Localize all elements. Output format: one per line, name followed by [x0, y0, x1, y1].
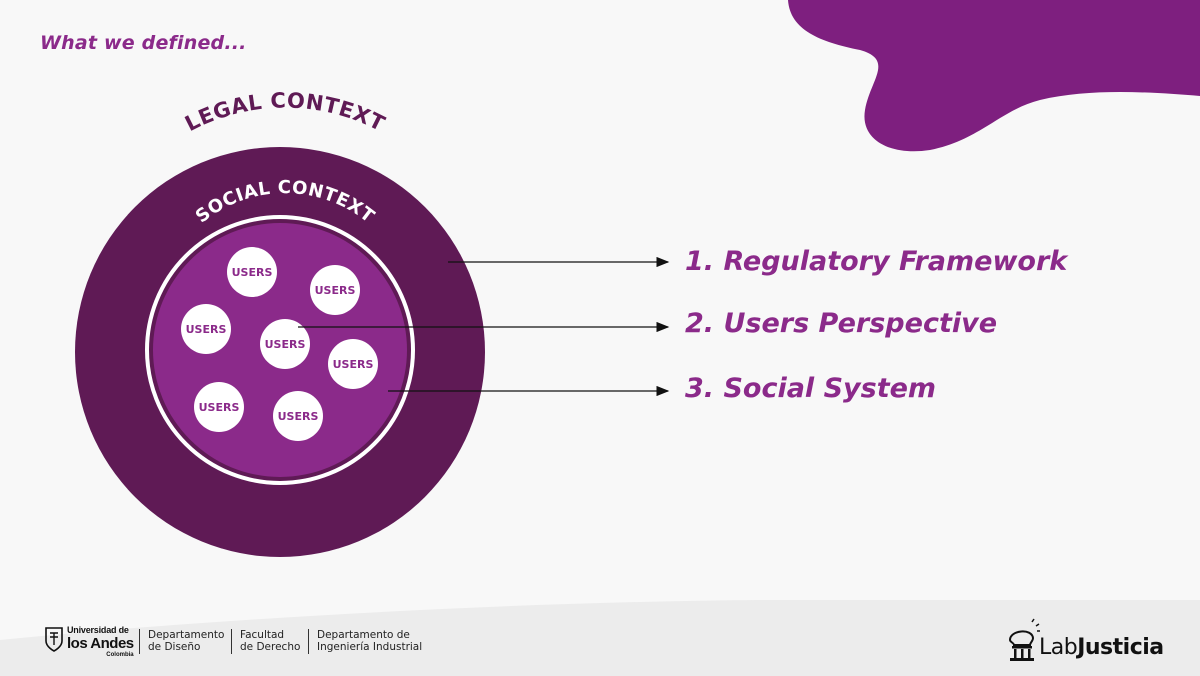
footer-wave [0, 600, 1200, 676]
svg-text:USERS: USERS [315, 284, 356, 297]
user-node: USERS [260, 319, 310, 369]
item-regulatory-framework: 1. Regulatory Framework [685, 246, 1068, 277]
svg-text:USERS: USERS [265, 338, 306, 351]
department-design: Departamento de Diseño [139, 629, 224, 654]
faculty-law: Facultad de Derecho [231, 629, 300, 654]
user-node: USERS [227, 247, 277, 297]
user-node: USERS [181, 304, 231, 354]
item-social-system: 3. Social System [685, 373, 937, 404]
department-industrial-engineering: Departamento de Ingeniería Industrial [308, 629, 422, 654]
svg-text:USERS: USERS [199, 401, 240, 414]
svg-text:USERS: USERS [278, 410, 319, 423]
university-country: Colombia [106, 652, 134, 658]
labjusticia-logo: LabJusticia [1006, 614, 1171, 664]
slide-title: What we defined... [40, 32, 247, 54]
university-name-main: los Andes [67, 635, 134, 652]
labjusticia-wordmark: LabJusticia [1039, 635, 1164, 660]
legal-context-label: LEGAL CONTEXT [181, 88, 389, 136]
user-node: USERS [194, 382, 244, 432]
university-name-top: Universidad de [67, 625, 129, 635]
uniandes-logo: Universidad de los Andes Colombia [44, 626, 134, 658]
uniandes-crest-icon [45, 627, 63, 652]
item-users-perspective: 2. Users Perspective [685, 308, 998, 339]
svg-text:USERS: USERS [232, 266, 273, 279]
social-context-ring [145, 215, 415, 485]
user-node: USERS [310, 265, 360, 315]
svg-text:USERS: USERS [186, 323, 227, 336]
user-node: USERS [328, 339, 378, 389]
user-node: USERS [273, 391, 323, 441]
svg-text:USERS: USERS [333, 358, 374, 371]
courthouse-lightbulb-icon [1008, 618, 1040, 661]
footer: Universidad de los Andes Colombia Depart… [0, 600, 1200, 676]
